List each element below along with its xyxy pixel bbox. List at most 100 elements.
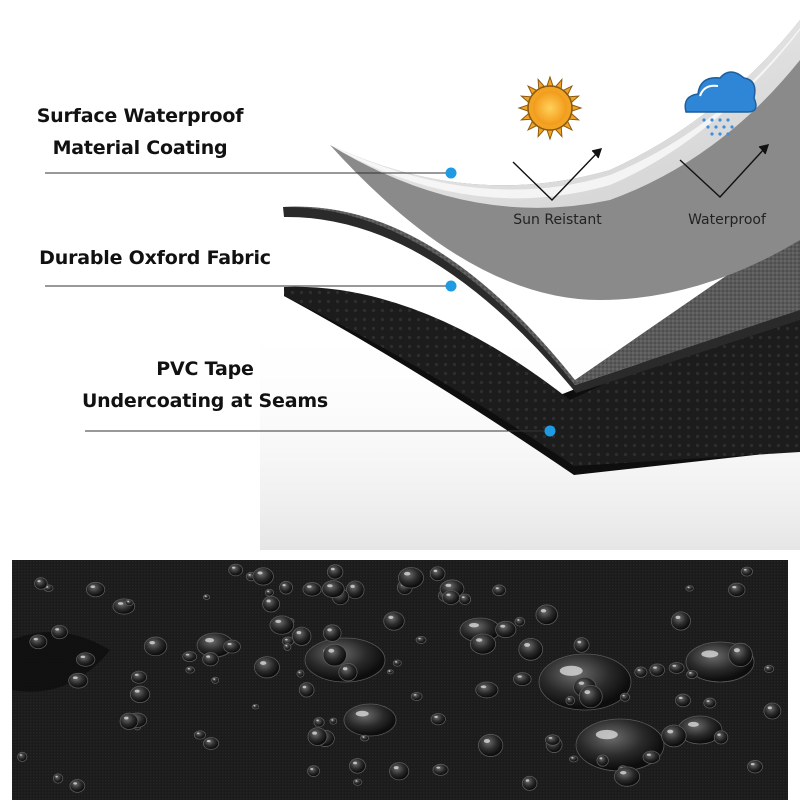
water-droplet <box>642 750 661 764</box>
droplet-highlight <box>267 590 270 593</box>
fabric-droplets-photo <box>12 560 788 800</box>
droplet-highlight <box>495 587 499 590</box>
droplet-highlight <box>134 689 140 693</box>
droplet-highlight <box>577 640 582 644</box>
droplet-highlight <box>667 729 674 734</box>
water-droplet <box>202 594 210 600</box>
feature-sun-label: Sun Reistant <box>513 212 602 228</box>
droplet-highlight <box>388 670 391 672</box>
droplet-highlight <box>733 648 740 653</box>
droplet-highlight <box>675 615 681 620</box>
droplet-highlight <box>204 595 207 597</box>
droplet-highlight <box>559 665 583 676</box>
label-pvc: PVC Tape Undercoating at Seams <box>70 353 340 417</box>
water-droplet <box>129 685 151 704</box>
water-droplet <box>291 626 312 646</box>
droplet-highlight <box>404 571 411 576</box>
water-droplet <box>544 734 561 746</box>
droplet-highlight <box>80 655 86 659</box>
droplet-highlight <box>469 623 479 628</box>
water-droplet <box>326 564 344 580</box>
droplet-highlight <box>206 740 211 743</box>
droplet-highlight <box>393 766 399 770</box>
droplet-highlight <box>73 782 77 785</box>
water-droplet <box>475 681 499 699</box>
water-droplet <box>383 611 405 631</box>
water-droplet <box>307 727 328 746</box>
water-droplet <box>360 734 370 742</box>
water-droplet <box>313 717 325 728</box>
water-droplet <box>469 633 497 655</box>
droplet-highlight <box>253 704 256 707</box>
droplet-highlight <box>687 721 699 727</box>
water-droplet <box>458 593 472 605</box>
droplet-highlight <box>231 566 236 569</box>
water-droplet <box>51 624 68 640</box>
water-droplet <box>746 760 763 774</box>
sun-ray <box>517 104 529 112</box>
water-droplet <box>185 666 195 674</box>
droplet-highlight <box>196 732 200 735</box>
water-droplet <box>296 669 305 678</box>
water-droplet <box>763 702 782 720</box>
water-droplet <box>264 588 274 597</box>
droplet-highlight <box>33 637 38 641</box>
water-droplet <box>670 611 691 631</box>
leader-line-oxford <box>45 280 457 292</box>
label-coating: Surface Waterproof Material Coating <box>20 100 260 164</box>
water-droplet <box>119 712 139 730</box>
droplet-highlight <box>206 655 211 658</box>
leader-line-coating <box>45 167 457 179</box>
water-droplet <box>130 670 148 684</box>
droplet-highlight <box>302 685 307 689</box>
water-droplet <box>321 580 345 598</box>
water-droplet <box>211 676 220 684</box>
water-droplet <box>661 724 687 748</box>
water-droplet <box>728 642 753 667</box>
droplet-highlight <box>227 642 232 646</box>
droplet-highlight <box>517 675 522 678</box>
layer-marker <box>544 425 556 437</box>
droplet-highlight <box>584 690 591 695</box>
droplet-highlight <box>646 753 651 756</box>
water-droplet <box>338 663 358 682</box>
droplet-highlight <box>342 667 348 671</box>
water-droplet <box>686 669 698 680</box>
layer-marker <box>445 167 457 179</box>
droplet-highlight <box>525 779 530 782</box>
droplet-highlight <box>350 584 355 588</box>
droplet-highlight <box>355 710 369 717</box>
sun-ray <box>546 129 554 141</box>
droplet-highlight <box>124 716 129 720</box>
droplet-highlight <box>328 648 335 653</box>
water-droplet <box>125 599 134 607</box>
water-droplet <box>432 763 449 776</box>
droplet-highlight <box>500 624 506 628</box>
droplet-highlight <box>637 669 641 671</box>
water-droplet <box>251 703 260 710</box>
droplet-highlight <box>620 770 627 775</box>
water-droplet <box>252 567 274 586</box>
droplet-highlight <box>266 599 271 603</box>
water-droplet <box>674 693 691 708</box>
water-droplet <box>685 585 694 592</box>
water-droplet <box>329 717 338 725</box>
water-droplet <box>262 595 280 613</box>
label-coating-line1: Surface Waterproof <box>36 105 244 127</box>
droplet-highlight <box>395 661 398 663</box>
water-droplet <box>668 662 685 674</box>
droplet-highlight <box>483 738 491 743</box>
water-droplet <box>223 639 241 654</box>
coating-layer <box>330 20 800 300</box>
droplet-highlight <box>524 642 531 647</box>
water-droplet <box>430 713 446 726</box>
droplet-highlight <box>310 767 314 770</box>
water-droplet <box>193 730 206 740</box>
droplet-highlight <box>90 585 96 588</box>
sun-icon <box>517 75 583 141</box>
droplet-highlight <box>331 719 334 721</box>
droplet-highlight <box>282 583 286 587</box>
label-pvc-line1: PVC Tape <box>156 358 254 380</box>
droplet-highlight <box>540 608 547 613</box>
droplet-highlight <box>653 666 657 669</box>
